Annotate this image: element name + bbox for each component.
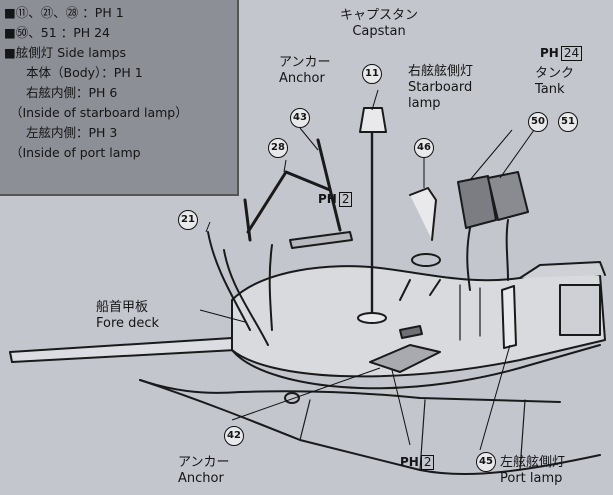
anchor-bottom-label: アンカー Anchor [178,455,229,487]
tank-label: タンク Tank [535,66,574,98]
anchor-top-code: 2 [338,192,353,207]
part-28-marker: 28 [268,138,288,158]
tank-ph: PH [540,46,559,60]
anchor-bottom-label-en: Anchor [178,471,224,486]
foredeck-label: 船首甲板 Fore deck [96,300,159,332]
port-label-jp: 左舷舷側灯 [500,455,566,470]
legend-line-6: （Inside of starboard lamp） [10,105,188,120]
legend-line-7: 左舷内側：PH 3 [26,125,118,140]
part-43-marker: 43 [290,108,310,128]
anchor-top-label: アンカー Anchor [279,55,330,87]
legend-line-3: ■舷側灯 Side lamps [4,45,127,60]
tank-code: 24 [560,46,583,61]
capstan-label-en: Capstan [352,24,406,39]
part-11-marker: 11 [362,64,382,84]
anchor-bottom-label-jp: アンカー [178,455,230,470]
part-46-marker: 46 [414,138,434,158]
part-51-marker: 51 [558,112,578,132]
starboard-lamp-label: 右舷舷側灯 Starboard lamp [408,64,473,112]
legend-line-8: （Inside of port lamp [10,145,141,160]
anchor-bottom-code: 2 [420,455,435,470]
tank-label-jp: タンク [535,66,575,81]
part-50-marker: 50 [528,112,548,132]
tank-label-en: Tank [535,82,565,97]
part-42-marker: 42 [224,426,244,446]
paint-legend: ■⑪、㉑、㉘ ：PH 1 ■㊿、51 ：PH 24 ■舷側灯 Side lamp… [0,0,239,196]
port-label-en: Port lamp [500,471,563,486]
starboard-label-jp: 右舷舷側灯 [408,64,474,79]
foredeck-label-jp: 船首甲板 [96,300,149,315]
legend-line-2: ■㊿、51 ：PH 24 [4,25,111,40]
part-21-marker: 21 [178,210,198,230]
anchor-top-label-jp: アンカー [279,55,331,70]
anchor-bottom-ph: PH [400,455,419,469]
anchor-top-label-en: Anchor [279,71,325,86]
port-lamp-label: 左舷舷側灯 Port lamp [500,455,565,487]
legend-line-4: 本体（Body）：PH 1 [26,65,143,80]
part-45-marker: 45 [476,452,496,472]
legend-line-5: 右舷内側：PH 6 [26,85,118,100]
anchor-top-ph: PH [318,192,337,206]
foredeck-label-en: Fore deck [96,316,160,331]
capstan-label-jp: キャプスタン [340,8,419,23]
starboard-label-en2: lamp [408,96,441,111]
legend-line-1: ■⑪、㉑、㉘ ：PH 1 [4,5,124,20]
starboard-label-en1: Starboard [408,80,473,95]
capstan-label: キャプスタン Capstan [340,8,418,40]
